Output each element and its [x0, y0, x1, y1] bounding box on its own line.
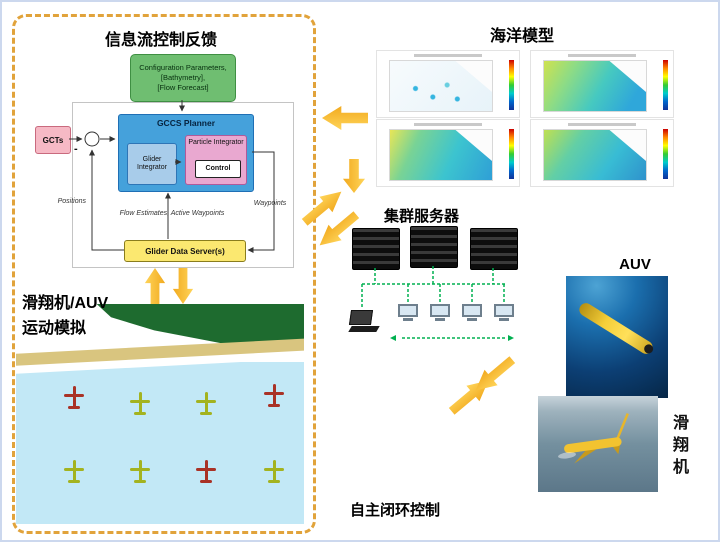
- particle-integrator-label: Particle Integrator: [188, 139, 244, 146]
- feedback-title: 信息流控制反馈: [104, 32, 217, 49]
- auv-photo: [566, 276, 668, 398]
- sim-glider-icon: [64, 386, 84, 412]
- map-land: [609, 130, 646, 161]
- glider-integrator-box: Glider Integrator: [127, 143, 177, 185]
- map-area: [543, 60, 647, 112]
- sim-label-line2: 运动模拟: [22, 320, 87, 337]
- auv-nose: [642, 342, 655, 356]
- glider-vehicle: [558, 413, 629, 464]
- server-icon: [410, 226, 458, 268]
- ocean-map-bottom-right: [530, 119, 674, 187]
- sim-glider-icon: [196, 392, 216, 418]
- glider-data-server-box: Glider Data Server(s): [124, 240, 246, 262]
- map-land: [455, 130, 492, 161]
- ocean-map-top-left: [376, 50, 520, 118]
- map-area: [389, 129, 493, 181]
- network-links: [361, 266, 514, 341]
- server-icon: [470, 228, 518, 270]
- map-land: [455, 61, 492, 92]
- desktop-computer-icon: [460, 304, 484, 326]
- config-line-2: [Bathymetry],: [160, 73, 206, 83]
- sim-label-line1: 滑翔机/AUV: [22, 295, 109, 312]
- map-title-placeholder: [567, 54, 637, 57]
- sim-water: [16, 362, 304, 524]
- sim-glider-icon: [130, 460, 150, 486]
- arrow-ocean-to-feedback: [322, 105, 368, 131]
- ocean-map-bottom-left: [376, 119, 520, 187]
- ocean-model-title: 海洋模型: [490, 28, 555, 45]
- laptop-icon: [348, 310, 380, 332]
- positions-label: Positions: [57, 198, 86, 205]
- gccs-planner-box: GCCS Planner Glider Integrator Particle …: [118, 114, 254, 192]
- config-parameters-box: Configuration Parameters, [Bathymetry], …: [130, 54, 236, 102]
- desktop-computer-icon: [428, 304, 452, 326]
- auv-vehicle: [576, 300, 656, 357]
- map-colorbar: [663, 60, 668, 110]
- sim-glider-icon: [130, 392, 150, 418]
- particle-integrator-box: Particle Integrator Control: [185, 135, 247, 185]
- sim-glider-icon: [196, 460, 216, 486]
- glider-label: 滑翔机: [670, 414, 687, 480]
- map-land: [609, 61, 646, 92]
- arrow-ocean-to-cluster: [342, 159, 366, 193]
- feedback-dashed-frame: [12, 14, 316, 534]
- cluster-diagram: [346, 224, 528, 354]
- map-area: [389, 60, 493, 112]
- waypoints-label: Waypoints: [253, 200, 287, 207]
- config-line-3: [Flow Forecast]: [157, 82, 209, 92]
- auv-label: AUV: [619, 256, 651, 273]
- gccs-planner-title: GCCS Planner: [156, 118, 216, 128]
- server-icon: [352, 228, 400, 270]
- flowchart-connectors: [69, 100, 275, 253]
- gcts-box: GCTs: [35, 126, 71, 154]
- map-colorbar: [663, 129, 668, 179]
- sim-glider-icon: [264, 384, 284, 410]
- map-title-placeholder: [567, 123, 637, 126]
- map-area: [543, 129, 647, 181]
- simulation-image: [16, 304, 304, 524]
- desktop-computer-icon: [492, 304, 516, 326]
- map-title-placeholder: [413, 54, 483, 57]
- desktop-computer-icon: [396, 304, 420, 326]
- flow-estimates-label: Flow Estimates, Active Waypoints: [119, 210, 225, 217]
- sim-glider-icon: [264, 460, 284, 486]
- map-title-placeholder: [413, 123, 483, 126]
- control-box: Control: [195, 160, 241, 178]
- sim-glider-icon: [64, 460, 84, 486]
- cluster-title: 集群服务器: [384, 208, 460, 225]
- map-colorbar: [509, 129, 514, 179]
- glider-photo: [538, 396, 658, 492]
- config-line-1: Configuration Parameters,: [139, 63, 227, 73]
- ocean-map-top-right: [530, 50, 674, 118]
- minus-sign: -: [74, 143, 78, 155]
- map-colorbar: [509, 60, 514, 110]
- closed-loop-label: 自主闭环控制: [350, 502, 441, 519]
